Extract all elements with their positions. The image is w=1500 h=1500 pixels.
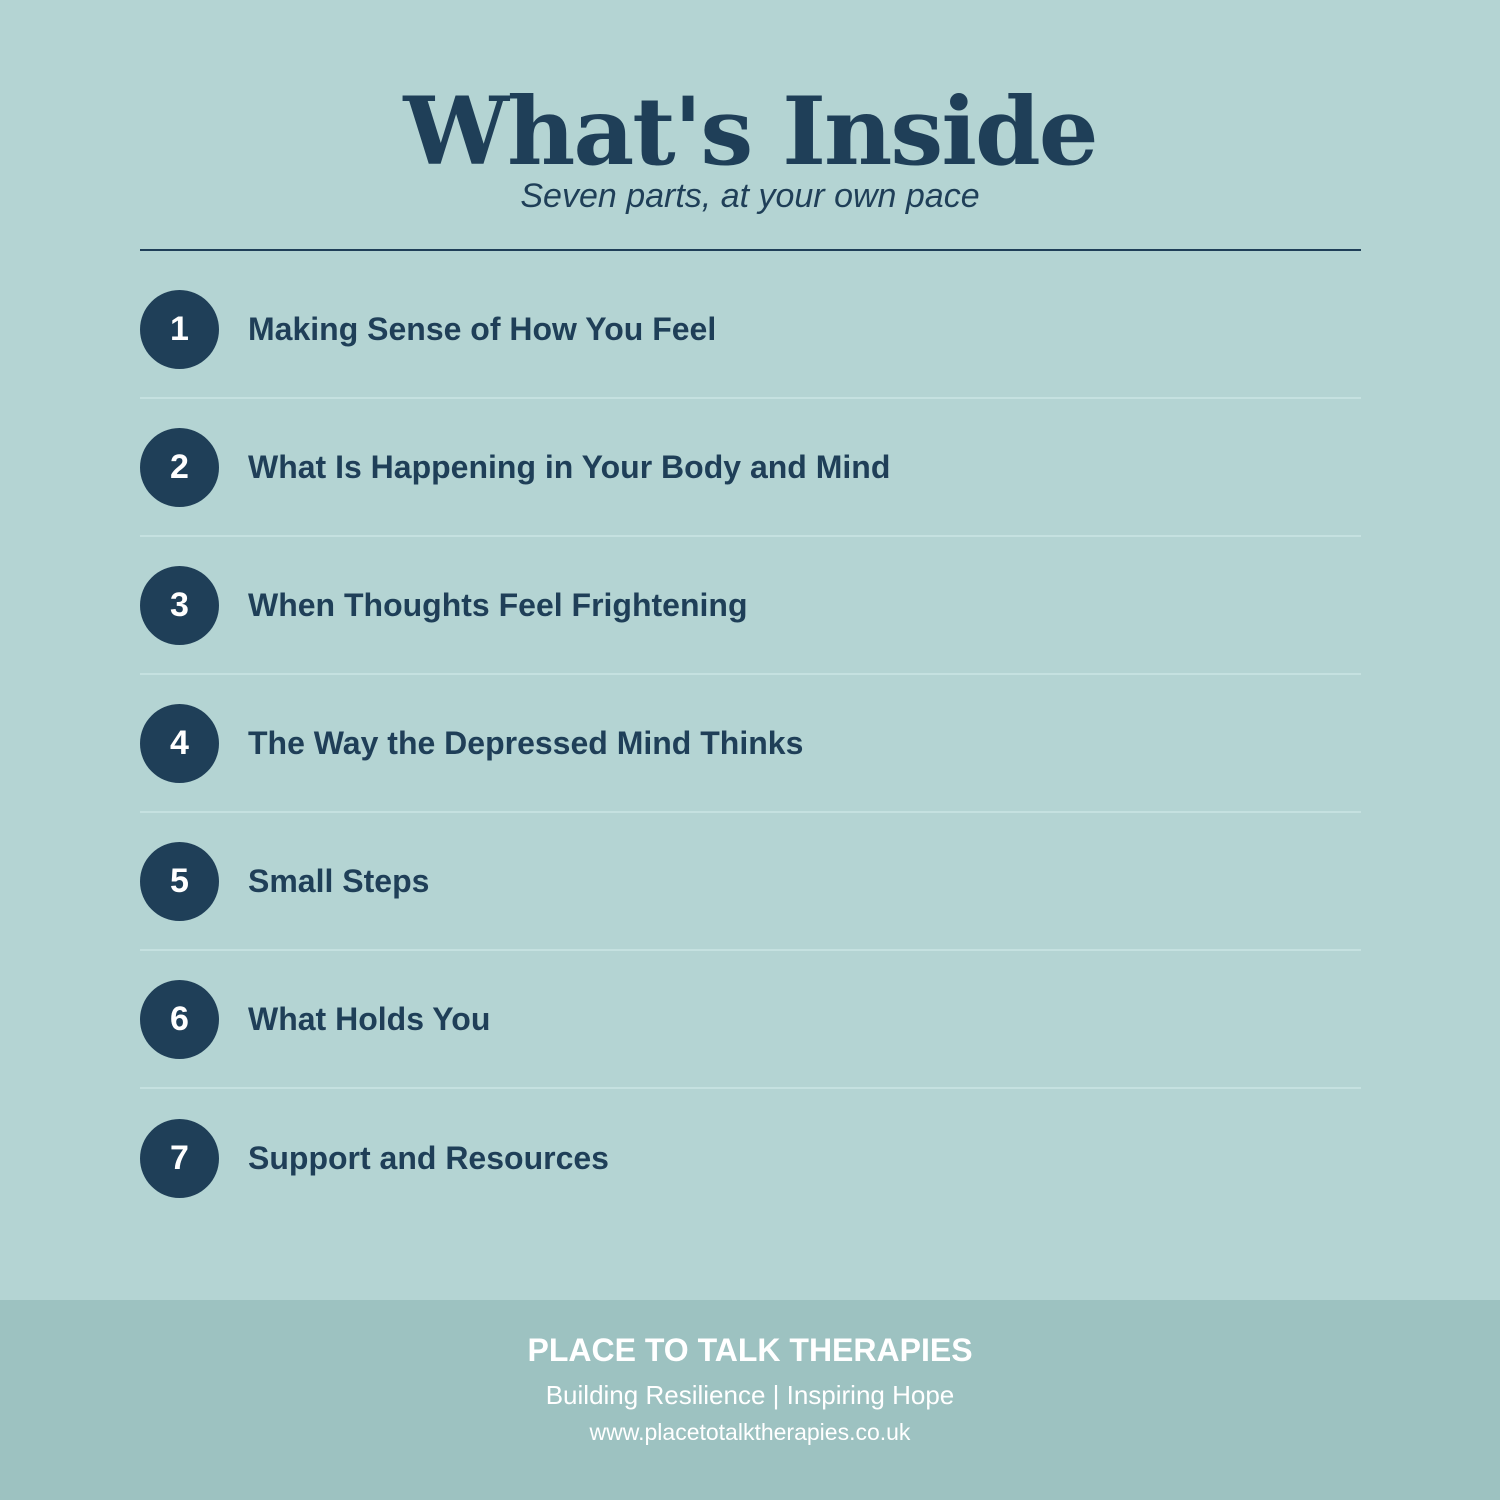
org-tagline: Building Resilience | Inspiring Hope: [545, 1380, 955, 1410]
list-item: 3 When Thoughts Feel Frightening: [140, 537, 1361, 675]
parts-list: 1 Making Sense of How You Feel 2 What Is…: [140, 261, 1361, 1227]
org-name: PLACE TO TALK THERAPIES: [527, 1332, 973, 1368]
list-item: 2 What Is Happening in Your Body and Min…: [140, 399, 1361, 537]
header-divider: [140, 249, 1361, 251]
part-title: What Holds You: [248, 1000, 491, 1037]
part-title: Support and Resources: [248, 1139, 609, 1176]
part-number-badge: 2: [140, 427, 219, 507]
part-title: The Way the Depressed Mind Thinks: [248, 724, 804, 761]
page-subtitle: Seven parts, at your own pace: [520, 177, 980, 215]
part-number-badge: 6: [140, 979, 219, 1059]
list-item: 4 The Way the Depressed Mind Thinks: [140, 675, 1361, 813]
page-title: What's Inside: [403, 77, 1098, 187]
part-title: What Is Happening in Your Body and Mind: [248, 448, 891, 485]
footer-band: PLACE TO TALK THERAPIES Building Resilie…: [0, 1300, 1500, 1500]
website-url: www.placetotalktherapies.co.uk: [589, 1419, 911, 1445]
list-item: 1 Making Sense of How You Feel: [140, 261, 1361, 399]
part-number-badge: 5: [140, 841, 219, 921]
part-title: Small Steps: [248, 862, 430, 899]
part-number-badge: 7: [140, 1118, 219, 1198]
list-item: 6 What Holds You: [140, 951, 1361, 1089]
part-title: Making Sense of How You Feel: [248, 310, 717, 347]
part-number-badge: 4: [140, 703, 219, 783]
part-title: When Thoughts Feel Frightening: [248, 586, 748, 623]
page-header: What's Inside Seven parts, at your own p…: [0, 80, 1500, 216]
part-number-badge: 1: [140, 289, 219, 369]
list-item: 5 Small Steps: [140, 813, 1361, 951]
part-number-badge: 3: [140, 565, 219, 645]
list-item: 7 Support and Resources: [140, 1089, 1361, 1227]
